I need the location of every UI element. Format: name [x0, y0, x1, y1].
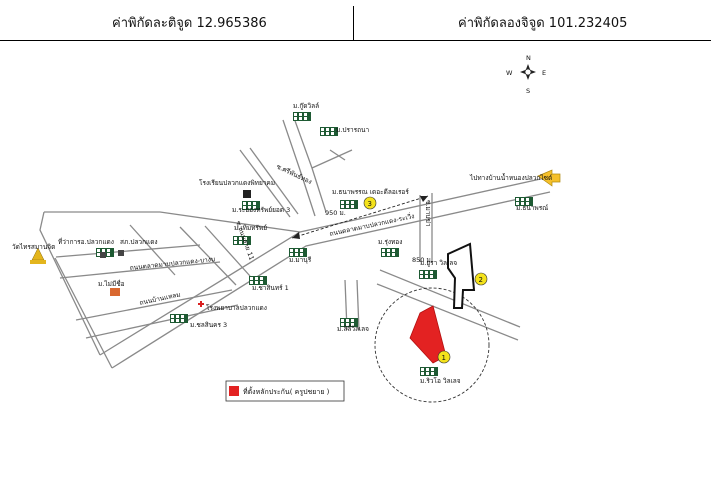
label-kukwill: ม.กู๊ดวิลล์ [293, 102, 319, 110]
label-hospital: โรงพยาบาลปลวกแดง [206, 304, 267, 312]
marker-3[interactable]: 3 [363, 196, 377, 210]
svg-text:3: 3 [368, 200, 372, 208]
label-thanaporn: ม.ธนาพรรณ เดอะดีลอเรอร์ [332, 188, 409, 196]
coordinate-header: ค่าพิกัดละติจูด 12.965386 ค่าพิกัดลองจิจ… [0, 0, 711, 41]
district-office-icon [100, 252, 106, 258]
distance-arrow-head [292, 232, 300, 239]
road-network [39, 117, 551, 369]
label-side-road: ซ.มาบข่า [424, 200, 432, 227]
temple-base-icon [30, 260, 46, 264]
svg-text:2: 2 [479, 276, 483, 284]
header-divider [353, 6, 354, 40]
compass-icon: N S E W [506, 54, 546, 95]
legend-text: ที่ตั้งหลักประกัน( ครูปชยาย ) [243, 385, 330, 396]
label-main-road: ถนนตลาดมาบปลวกแดง-บางบ [129, 255, 215, 272]
label-distance-850: 850 ม. [412, 256, 433, 264]
route-arrow [447, 242, 476, 309]
hospital-icon [198, 301, 204, 307]
svg-text:1: 1 [442, 354, 446, 362]
label-distance-950: 950 ม. [325, 209, 346, 217]
label-chaiya-sin: ม.ชาสินทร์ 1 [252, 284, 289, 292]
label-chai-sin-3: ม.ชลสินคร 3 [190, 321, 227, 329]
school-icon [243, 190, 251, 198]
compass-e: E [542, 69, 546, 77]
distance-line [291, 195, 429, 239]
label-prannawa: ม.ปรารถนา [336, 126, 369, 134]
compass-s: S [526, 87, 530, 95]
latitude-label: ค่าพิกัดละติจูด 12.965386 [112, 16, 267, 31]
label-district-office: ที่ว่าการอ.ปลวกแดง [58, 237, 114, 246]
label-ura: ม.ยูรา วิลเลจ [420, 259, 457, 267]
legend-swatch [229, 386, 239, 396]
label-mai-mee-chue: ม.ไม่มีชื่อ [98, 279, 125, 288]
label-thanaporn2: ม.ธนาพรณ์ [516, 204, 548, 212]
label-rio: ม.ริวโอ วิลเลจ [420, 377, 461, 385]
distance-arrow-tail [420, 196, 428, 202]
label-tham-sap: ม.เทิมทรัพย์ [234, 224, 267, 232]
marker-1[interactable]: 1 [437, 350, 451, 364]
marker-2[interactable]: 2 [474, 272, 488, 286]
label-liqi-virat: ม.ลิลี่วิลเลจ [337, 324, 369, 333]
label-to-nong-prue: ไปทางบ้านน้ำหนองปลวกไซต์ [469, 173, 552, 182]
compass-w: W [506, 69, 513, 77]
direction-arrow [537, 169, 561, 187]
map-legend: ที่ตั้งหลักประกัน( ครูปชยาย ) [225, 380, 345, 402]
label-sriphanthai: ซ.ศรีพันธ์ทอง [275, 163, 313, 186]
label-manuri: ม.มานุรี [289, 256, 312, 264]
label-school: โรงเรียนปลวกแดงพิทยาคม [199, 179, 275, 187]
location-map[interactable]: N S E W 1 2 3 [0, 40, 711, 499]
label-wat: วัดไทรสมานจิต [12, 243, 55, 251]
label-rayong-sap-3: ม.ระยองทรัพย์ยอด 3 [232, 206, 290, 214]
police-icon [118, 250, 124, 256]
house-icon [110, 288, 120, 296]
compass-n: N [526, 54, 531, 62]
label-rung-phong: ม.รุ่งทอง [378, 238, 402, 246]
longitude-label: ค่าพิกัดลองจิจูด 101.232405 [458, 16, 628, 31]
label-police: สภ.ปลวกแดง [120, 238, 158, 246]
radius-circle [374, 287, 490, 403]
